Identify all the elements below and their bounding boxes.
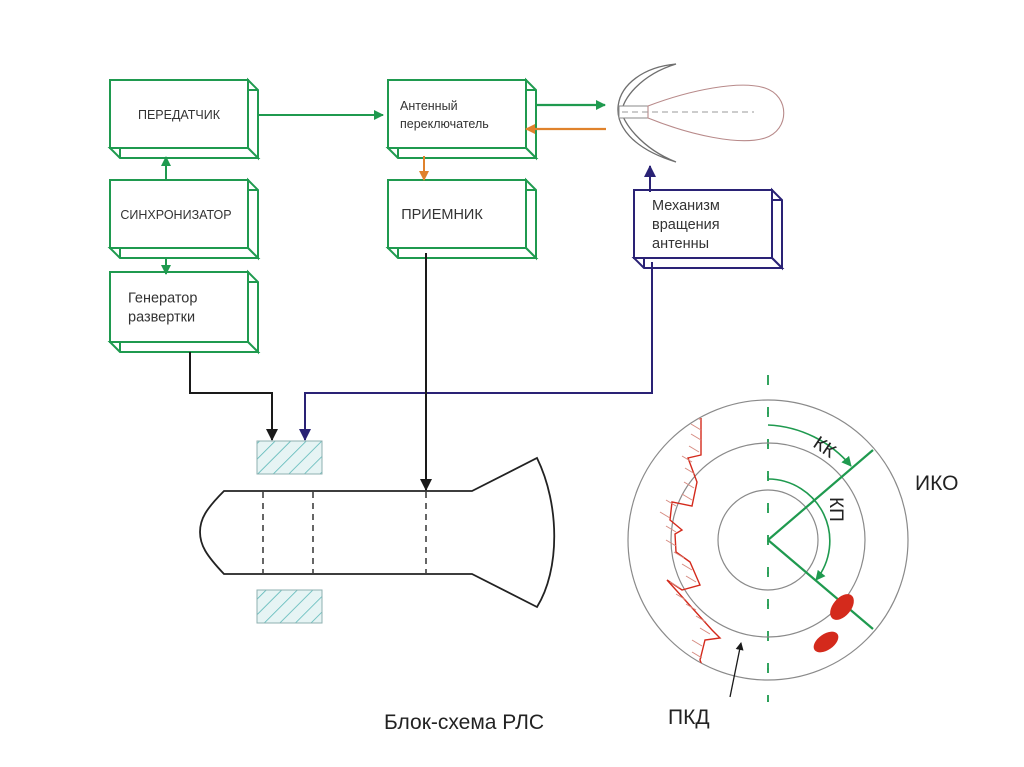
ground-clutter (659, 413, 722, 669)
diagram-title: Блок-схема РЛС (384, 711, 544, 734)
block-side-face (525, 77, 537, 161)
block-side-face (247, 269, 259, 355)
block-side-face (247, 77, 259, 161)
block-sweep-generator: Генератор развертки (107, 269, 261, 355)
arc-kk (767, 424, 852, 467)
ppi-label-iko: ИКО (915, 472, 958, 495)
antenna (617, 63, 785, 163)
block-rotation-mechanism: Механизм вращения антенны (631, 187, 785, 271)
ppi-display: КК КП ИКО ПКД (627, 375, 958, 729)
sweep-line-lower (767, 539, 874, 630)
ppi-label-kp: КП (825, 497, 846, 522)
ppi-inner-ring (717, 489, 819, 591)
pkd-pointer (729, 642, 744, 698)
block-label-line: Генератор (128, 291, 197, 307)
link-rotation-to-coil (299, 262, 653, 441)
block-label-line: переключатель (400, 117, 489, 131)
crt-tube (199, 440, 556, 624)
deflection-coil-bottom (256, 589, 323, 624)
block-label-line: Антенный (400, 99, 458, 113)
target-blip-1 (830, 594, 854, 620)
ppi-middle-ring (670, 442, 866, 638)
block-bottom-face (385, 147, 539, 159)
target-blip-2 (813, 631, 839, 653)
block-label-line: Механизм (652, 198, 720, 214)
block-bottom-face (107, 247, 261, 259)
block-bottom-face (107, 341, 261, 353)
block-label-line: развертки (128, 310, 195, 326)
block-label-line: вращения (652, 217, 720, 233)
deflection-coil-top (256, 440, 323, 475)
connections (161, 100, 656, 491)
sweep-line-upper (767, 449, 874, 541)
antenna-reflector (617, 63, 677, 163)
antenna-beam-lobe (647, 84, 785, 142)
block-label-line: ПЕРЕДАТЧИК (138, 108, 221, 122)
block-label-line: ПРИЕМНИК (401, 207, 483, 223)
block-transmitter: ПЕРЕДАТЧИК (107, 77, 261, 161)
block-bottom-face (631, 257, 785, 269)
block-label-line: СИНХРОНИЗАТОР (120, 208, 231, 222)
block-synchronizer: СИНХРОНИЗАТОР (107, 177, 261, 261)
clutter-profile (666, 418, 722, 669)
block-label-line: антенны (652, 236, 709, 252)
arc-kp (767, 478, 831, 581)
crt-outline (199, 456, 556, 609)
block-side-face (247, 177, 259, 261)
block-side-face (525, 177, 537, 261)
block-bottom-face (107, 147, 261, 159)
block-antenna-switch: Антенный переключатель (385, 77, 539, 161)
block-front-face (109, 179, 249, 249)
ppi-outer-ring (627, 399, 909, 681)
block-front-face (109, 79, 249, 149)
block-side-face (771, 187, 783, 271)
block-bottom-face (385, 247, 539, 259)
clutter-hatching (659, 413, 711, 659)
block-front-face (633, 189, 773, 259)
block-front-face (109, 271, 249, 343)
block-front-face (387, 179, 527, 249)
block-front-face (387, 79, 527, 149)
link-sweep-to-coil (189, 352, 278, 441)
ppi-label-pkd: ПКД (668, 706, 710, 729)
block-receiver: ПРИЕМНИК (385, 177, 539, 261)
